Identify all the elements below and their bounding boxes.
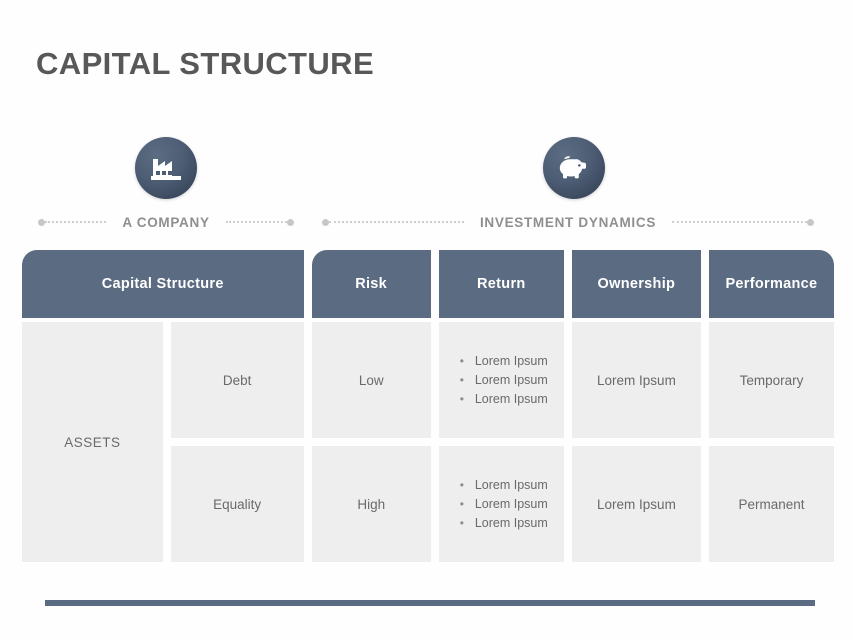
bullet-icon: • xyxy=(459,353,464,368)
table-cell-ownership: Lorem Ipsum xyxy=(571,322,701,438)
table-cell-return: • Lorem Ipsum • Lorem Ipsum • Lorem Ipsum xyxy=(438,446,564,562)
list-item-label: Lorem Ipsum xyxy=(474,353,548,368)
bullet-icon: • xyxy=(459,496,464,511)
factory-icon xyxy=(151,155,181,181)
table-cell-risk: Low xyxy=(311,322,431,438)
list-item: • Lorem Ipsum xyxy=(449,371,548,390)
table-cell-type: Equality xyxy=(170,446,304,562)
table-cell-performance: Permanent xyxy=(708,446,834,562)
section-header-company: A COMPANY xyxy=(38,212,294,232)
piggy-bank-icon-badge xyxy=(543,137,605,199)
table-body: ASSETS Debt Equality Low High • Lorem Ips… xyxy=(22,322,834,562)
column-return: • Lorem Ipsum • Lorem Ipsum • Lorem Ipsum •… xyxy=(438,322,564,562)
section-header-investment: INVESTMENT DYNAMICS xyxy=(322,212,814,232)
table-cell-performance: Temporary xyxy=(708,322,834,438)
dotted-line xyxy=(45,221,107,223)
column-ownership: Lorem Ipsum Lorem Ipsum xyxy=(571,322,701,562)
list-item: • Lorem Ipsum xyxy=(449,514,548,533)
table-header-row: Capital Structure Risk Return Ownership … xyxy=(22,250,834,318)
list-item-label: Lorem Ipsum xyxy=(474,477,548,492)
section-label-investment: INVESTMENT DYNAMICS xyxy=(479,214,657,230)
table-cell-return: • Lorem Ipsum • Lorem Ipsum • Lorem Ipsum xyxy=(438,322,564,438)
section-label-company: A COMPANY xyxy=(122,214,210,230)
table-cell-risk: High xyxy=(311,446,431,562)
list-item: • Lorem Ipsum xyxy=(449,390,548,409)
list-item: • Lorem Ipsum xyxy=(449,495,548,514)
dot-cap-icon xyxy=(322,218,329,226)
bullet-icon: • xyxy=(459,372,464,387)
dotted-line xyxy=(329,221,464,223)
column-header-capital-structure: Capital Structure xyxy=(22,250,304,318)
column-performance: Temporary Permanent xyxy=(708,322,834,562)
list-item: • Lorem Ipsum xyxy=(449,352,548,371)
piggy-bank-icon xyxy=(558,155,590,181)
column-header-return: Return xyxy=(438,250,564,318)
list-item-label: Lorem Ipsum xyxy=(474,496,548,511)
list-item-label: Lorem Ipsum xyxy=(474,372,548,387)
dot-cap-icon xyxy=(287,218,294,226)
dotted-line xyxy=(672,221,807,223)
bullet-list: • Lorem Ipsum • Lorem Ipsum • Lorem Ipsum xyxy=(449,476,548,533)
page-title: CAPITAL STRUCTURE xyxy=(36,46,375,81)
bullet-icon: • xyxy=(459,391,464,406)
bottom-accent-bar xyxy=(45,600,815,606)
capital-structure-table: Capital Structure Risk Return Ownership … xyxy=(22,250,834,562)
column-header-risk: Risk xyxy=(311,250,431,318)
table-cell-type: Debt xyxy=(170,322,304,438)
list-item-label: Lorem Ipsum xyxy=(474,515,548,530)
column-header-ownership: Ownership xyxy=(571,250,701,318)
column-header-performance: Performance xyxy=(708,250,834,318)
list-item-label: Lorem Ipsum xyxy=(474,391,548,406)
column-risk: Low High xyxy=(311,322,431,562)
dot-cap-icon xyxy=(807,218,814,226)
bullet-icon: • xyxy=(459,477,464,492)
dot-cap-icon xyxy=(38,218,45,226)
list-item: • Lorem Ipsum xyxy=(449,476,548,495)
bullet-list: • Lorem Ipsum • Lorem Ipsum • Lorem Ipsum xyxy=(449,352,548,409)
table-cell-ownership: Lorem Ipsum xyxy=(571,446,701,562)
group-label-assets: ASSETS xyxy=(22,322,163,562)
bullet-icon: • xyxy=(459,515,464,530)
factory-icon-badge xyxy=(135,137,197,199)
column-structure-type: Debt Equality xyxy=(170,322,304,562)
dotted-line xyxy=(225,221,287,223)
